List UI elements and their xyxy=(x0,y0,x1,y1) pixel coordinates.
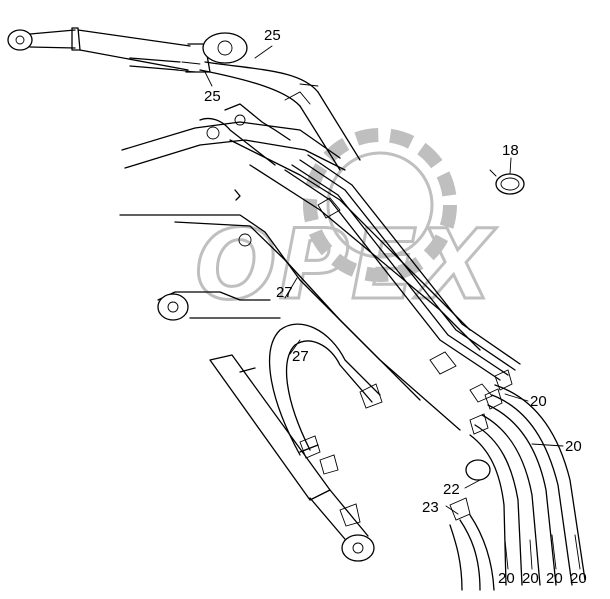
clamp-18 xyxy=(489,169,525,195)
opex-watermark: OPEX xyxy=(194,128,496,323)
callout-20-e: 20 xyxy=(546,570,563,587)
bucket-cylinder xyxy=(209,354,375,562)
gear-logo-icon xyxy=(303,128,457,282)
callout-labels: 25 25 18 27 27 20 20 22 23 20 20 20 20 xyxy=(204,27,587,587)
hose-bundle-20 xyxy=(449,369,586,591)
callout-25-top: 25 xyxy=(264,27,281,44)
callout-27-upper: 27 xyxy=(276,284,293,301)
callout-18: 18 xyxy=(502,142,519,159)
boom-structure xyxy=(119,103,481,431)
u-loop-hoses xyxy=(268,323,383,456)
hose-group-25 xyxy=(175,61,361,171)
callout-20-a: 20 xyxy=(530,393,547,410)
callout-20-f: 20 xyxy=(570,570,587,587)
center-hoses xyxy=(284,154,521,403)
leader-lines xyxy=(204,45,581,570)
callout-22: 22 xyxy=(443,481,460,498)
callout-27-lower: 27 xyxy=(292,348,309,365)
callout-20-d: 20 xyxy=(522,570,539,587)
callout-25-mid: 25 xyxy=(204,88,221,105)
boom-cylinder-top xyxy=(7,27,248,73)
callout-20-b: 20 xyxy=(565,438,582,455)
callout-23: 23 xyxy=(422,499,439,516)
callout-20-c: 20 xyxy=(498,570,515,587)
